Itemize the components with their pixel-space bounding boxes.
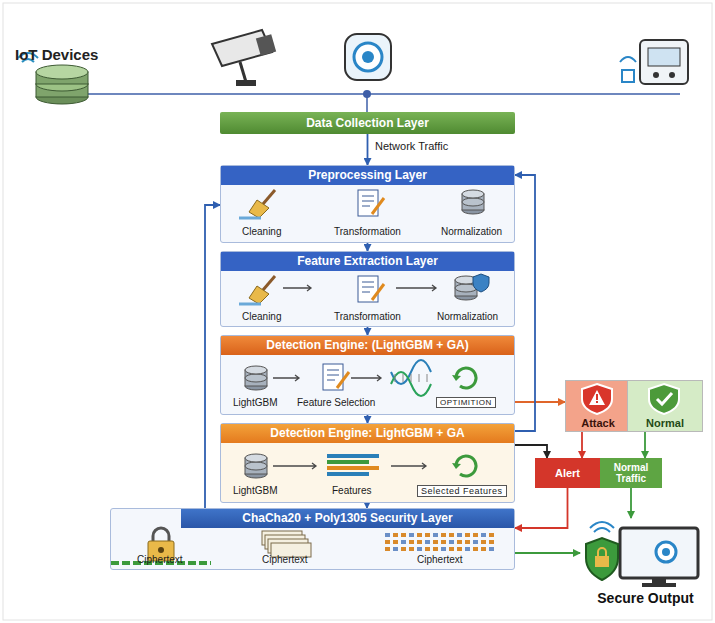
flow-arrow [367, 415, 369, 423]
shield-icon [566, 381, 628, 415]
flow-arrow [581, 432, 583, 458]
shield-icon [628, 381, 700, 415]
flow-arrow [515, 488, 568, 528]
result-box: Alert [535, 458, 600, 488]
step-tag: OPTIMITION [436, 397, 496, 408]
flow-label: Network Traffic [375, 140, 448, 152]
step-caption: Normalization [441, 226, 502, 237]
layer-title: Feature Extraction Layer [221, 252, 514, 271]
thermostat-icon [620, 40, 688, 84]
flow-arrow [515, 175, 535, 431]
flow-arrow [367, 327, 369, 335]
flow-arrow [515, 552, 580, 554]
step-caption: Ciphertext [137, 554, 183, 565]
layer-title: Data Collection Layer [220, 112, 515, 134]
layer-title: Preprocessing Layer [221, 166, 514, 185]
step-caption: LightGBM [233, 485, 277, 496]
layer-title: Detection Engine: LightGBM + GA [221, 424, 514, 443]
step-caption: Transformation [334, 226, 401, 237]
result-label: Normal Traffic [603, 462, 659, 484]
flow-arrow [205, 205, 220, 508]
verdict-shield: Attack [565, 380, 631, 432]
step-caption: Cleaning [242, 226, 281, 237]
step-caption: Features [332, 485, 371, 496]
verdict-shield: Normal [627, 380, 703, 432]
step-caption: Cleaning [242, 311, 281, 322]
flow-arrow [367, 243, 369, 251]
verdict-label: Normal [628, 417, 702, 429]
camera-icon [212, 30, 276, 86]
verdict-label: Attack [566, 417, 630, 429]
result-box: Normal Traffic [600, 458, 662, 488]
flow-arrow [630, 488, 632, 518]
layer-title: ChaCha20 + Poly1305 Security Layer [181, 509, 514, 528]
step-caption: LightGBM [233, 397, 277, 408]
flow-arrow [367, 134, 369, 165]
bus-dot [363, 90, 371, 98]
flow-arrow [515, 401, 565, 403]
frame [3, 3, 712, 620]
step-caption: Feature Selection [297, 397, 375, 408]
step-caption: Transformation [334, 311, 401, 322]
step-caption: Ciphertext [417, 554, 463, 565]
group-title: IoT Devices [15, 46, 98, 63]
step-tag: Selected Features [417, 485, 507, 497]
round-sensor-icon [345, 34, 391, 80]
output-label: Secure Output [580, 590, 711, 606]
layer-band: Data Collection Layer [220, 112, 515, 134]
step-caption: Normalization [437, 311, 498, 322]
secure-output: Secure Output [580, 518, 711, 610]
flow-arrow [515, 445, 547, 458]
monitor-icon [580, 518, 705, 588]
step-caption: Ciphertext [262, 554, 308, 565]
result-label: Alert [555, 467, 580, 479]
layer-title: Detection Engine: (LightGBM + GA) [221, 336, 514, 355]
flow-arrow [644, 432, 646, 458]
